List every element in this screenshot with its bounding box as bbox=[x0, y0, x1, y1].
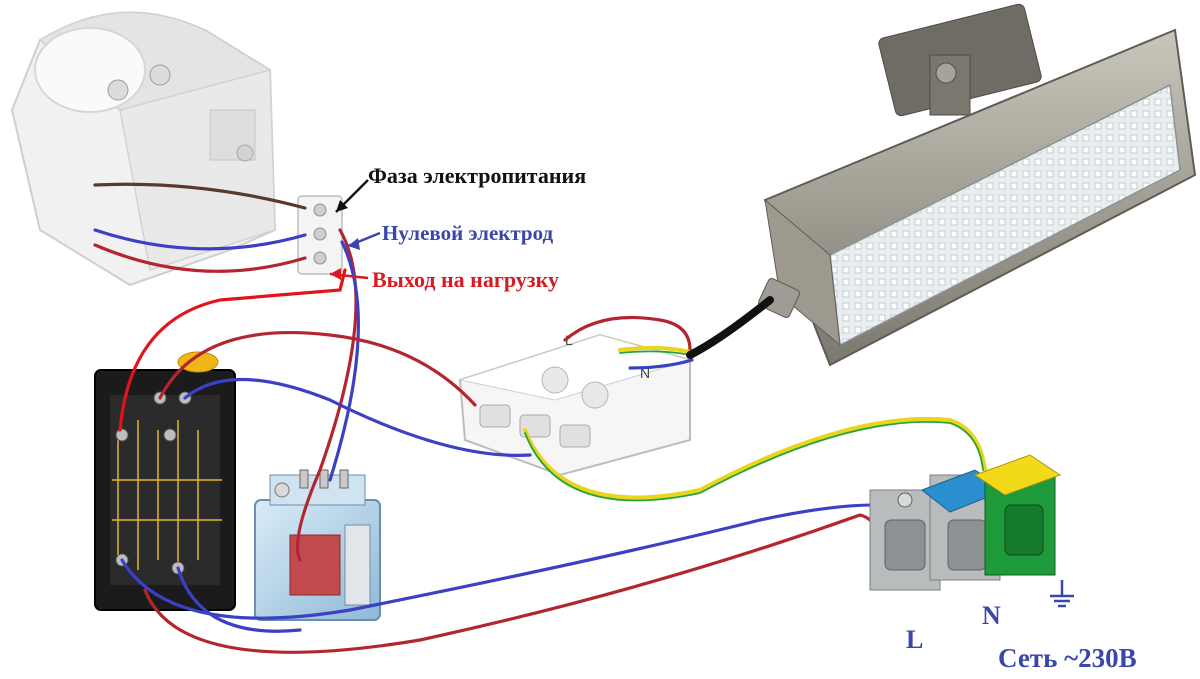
wire-mains-blue bbox=[120, 503, 937, 620]
clamp-label-n: N bbox=[640, 365, 650, 381]
label-output: Выход на нагрузку bbox=[372, 267, 559, 292]
sensor-dome bbox=[34, 27, 146, 113]
relay bbox=[254, 469, 381, 621]
wire-clamp-to-lamp-red bbox=[563, 315, 692, 352]
label-terminal-n: N bbox=[982, 601, 1001, 630]
wire-mains-red bbox=[143, 513, 882, 654]
wire-output-bright-red bbox=[118, 268, 347, 432]
mains-terminals bbox=[869, 454, 1074, 608]
wires bbox=[93, 182, 987, 654]
label-neutral: Нулевой электрод bbox=[382, 221, 554, 245]
ground-icon bbox=[1050, 580, 1074, 608]
led-floodlight bbox=[758, 3, 1197, 367]
wire-clamp-to-lamp-green bbox=[619, 350, 691, 356]
wire-clamp-to-lamp-blue bbox=[628, 358, 694, 370]
release-clip bbox=[177, 351, 219, 373]
arrow-icon bbox=[329, 179, 381, 280]
terminal-pe-block bbox=[973, 454, 1062, 576]
clamp-label-l: L bbox=[565, 332, 573, 348]
cable-gland bbox=[758, 278, 800, 318]
label-phase: Фаза электропитания bbox=[368, 163, 586, 188]
wire-socket-blue-upper bbox=[176, 566, 302, 633]
label-network: Сеть ~230В bbox=[998, 643, 1137, 673]
wire-earth-yellow bbox=[523, 416, 987, 500]
wire-sensor-blue bbox=[93, 228, 307, 251]
lux-knob bbox=[149, 64, 171, 86]
time-knob bbox=[107, 79, 129, 101]
wire-sensor-red bbox=[93, 243, 307, 273]
lamp-cable bbox=[686, 296, 774, 359]
wire-sensor-brown bbox=[93, 182, 307, 210]
relay-socket bbox=[94, 351, 236, 611]
wire-socket-to-clamp-blue bbox=[183, 377, 532, 457]
motion-sensor bbox=[10, 11, 277, 287]
wire-earth-green bbox=[524, 420, 984, 502]
wire-clamp-to-lamp-yellow bbox=[618, 345, 692, 354]
label-terminal-l: L bbox=[906, 625, 923, 654]
wire-socket-to-clamp-red bbox=[158, 331, 477, 407]
